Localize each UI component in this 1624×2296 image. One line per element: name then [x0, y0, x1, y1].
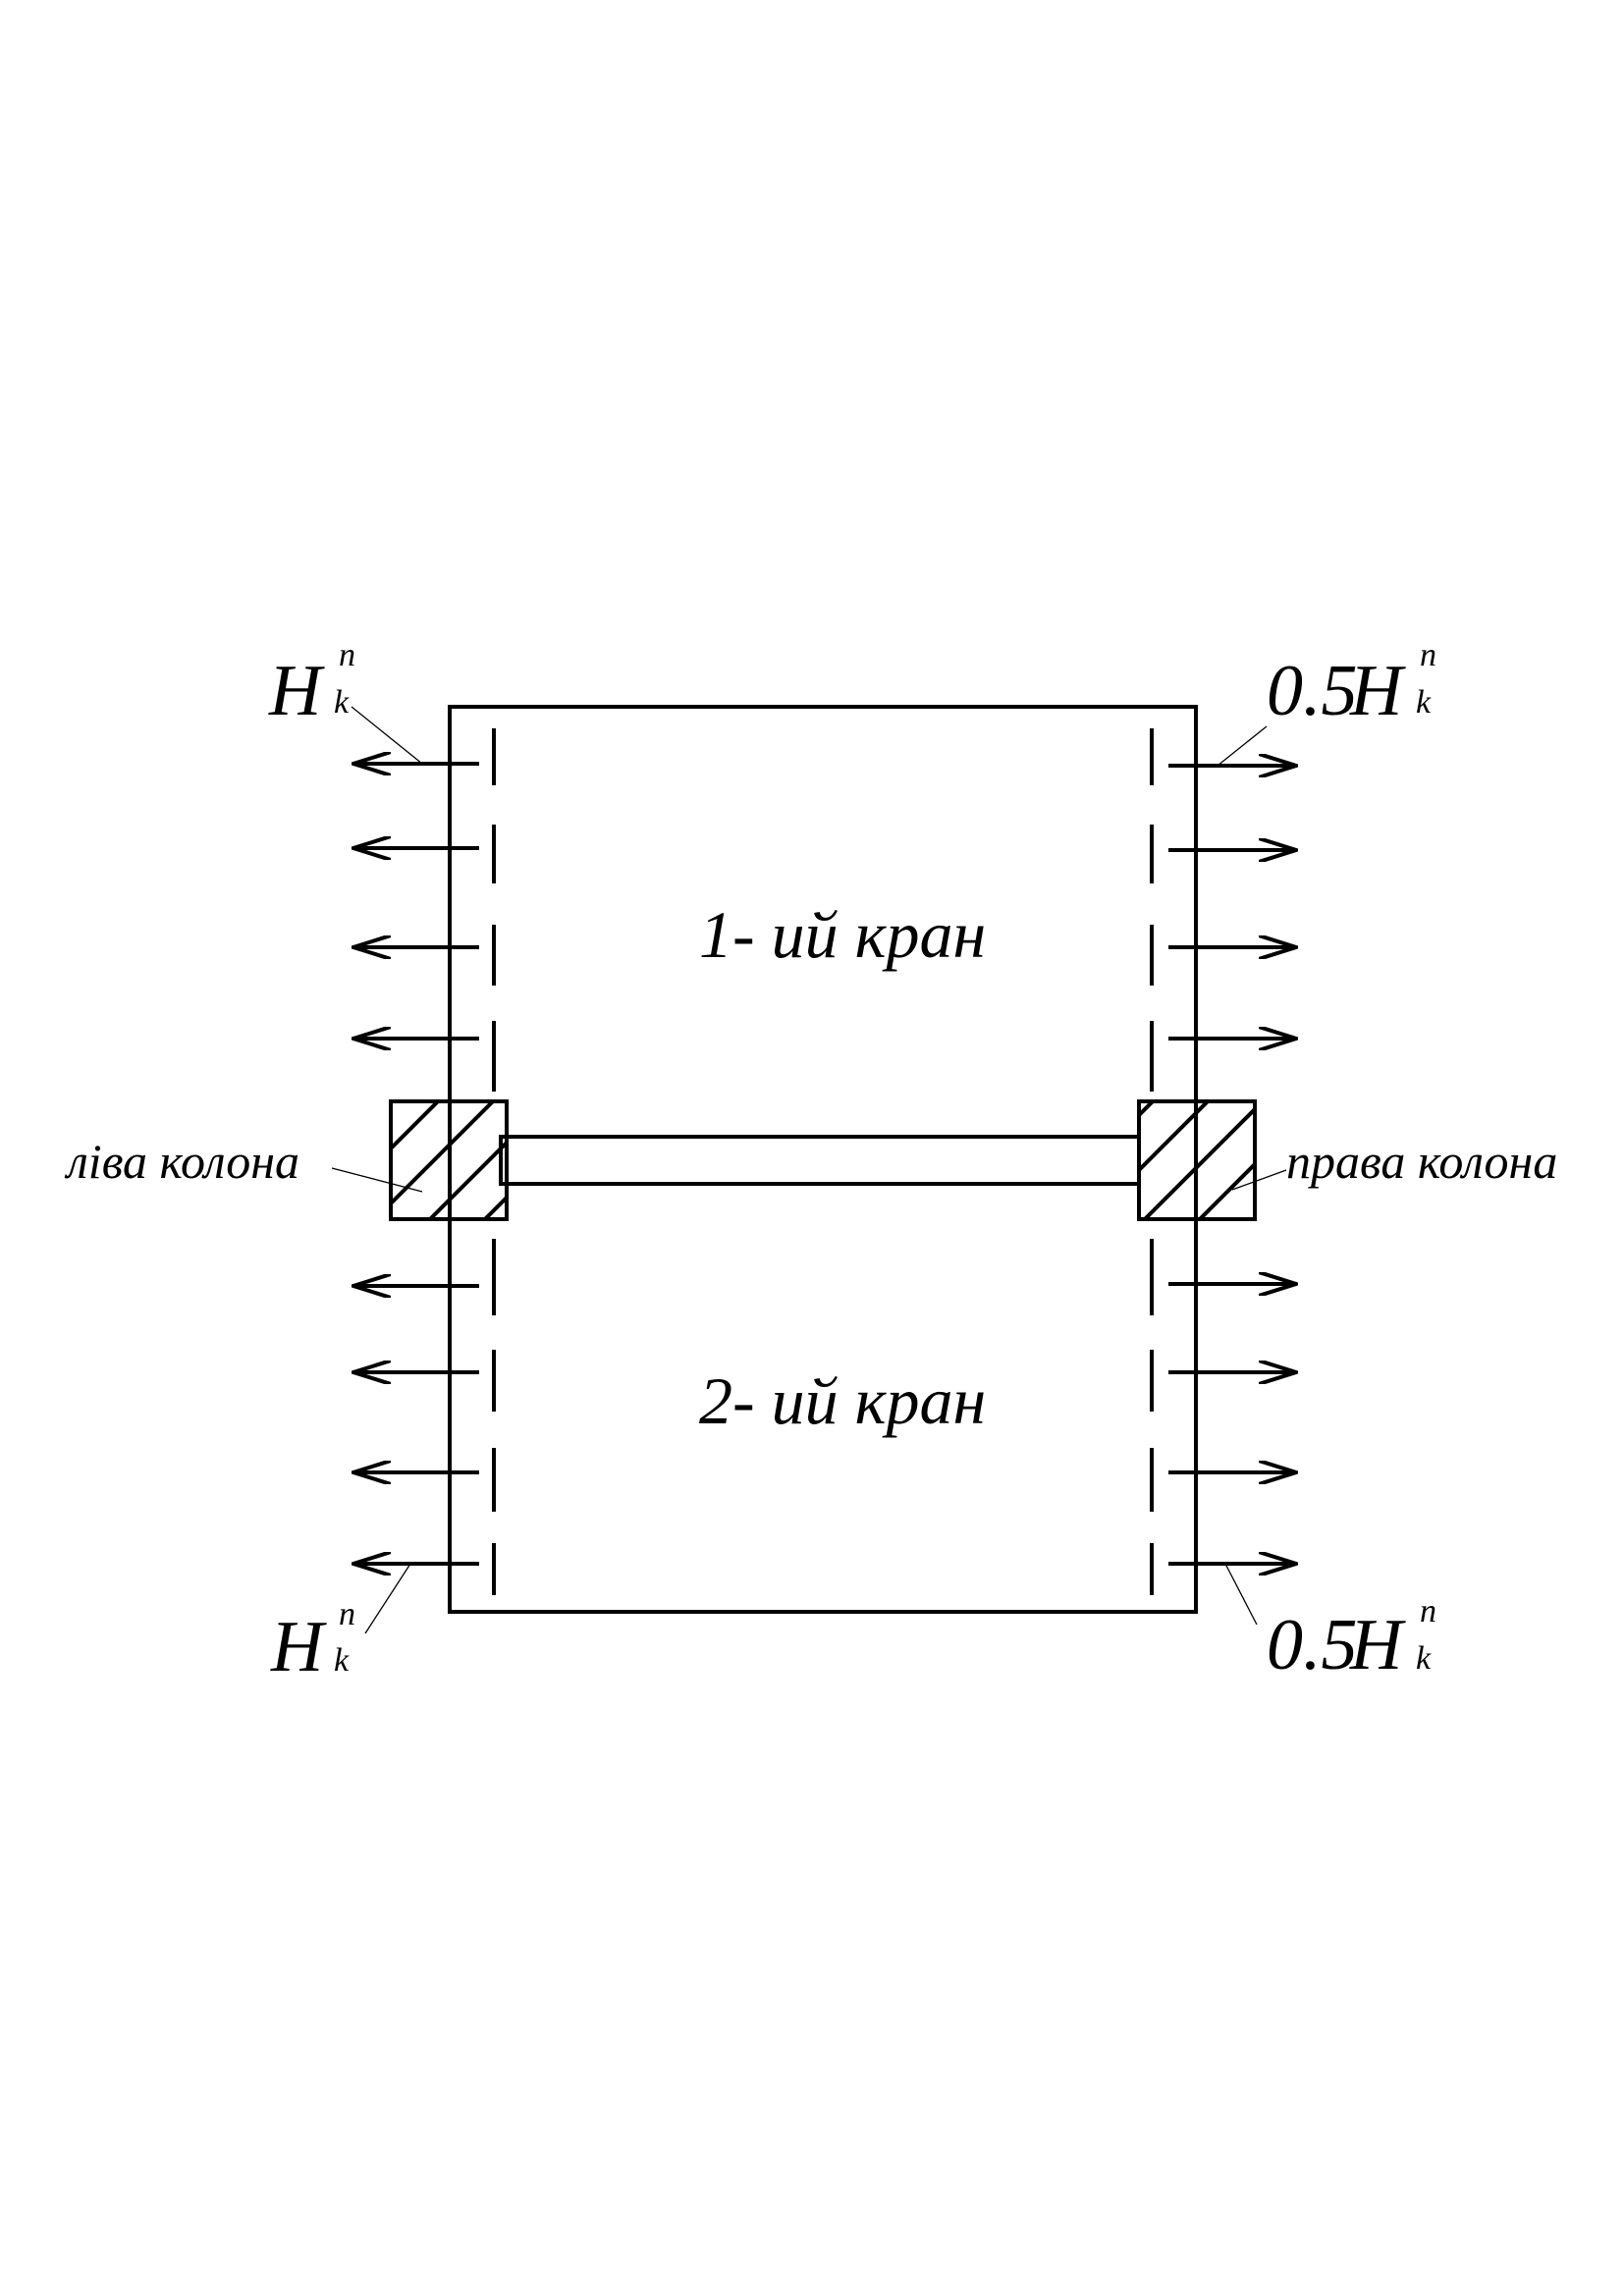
svg-text:k: k — [334, 684, 350, 721]
left-column-label: ліва колона — [64, 1134, 299, 1189]
force-label-top-left: H n k — [268, 637, 355, 731]
svg-text:H: H — [1349, 1605, 1406, 1685]
force-arrows-right — [1168, 766, 1296, 1564]
force-label-bottom-right: 0.5 H n k — [1267, 1593, 1436, 1685]
svg-text:n: n — [1420, 1593, 1436, 1629]
force-label-bottom-left: H n k — [270, 1596, 355, 1687]
svg-text:H: H — [1349, 651, 1406, 731]
force-arrows-left — [353, 764, 479, 1564]
svg-text:k: k — [1416, 684, 1432, 721]
leader-lines — [331, 706, 1287, 1634]
right-column-label: права колона — [1286, 1134, 1557, 1189]
force-label-top-right: 0.5 H n k — [1267, 637, 1436, 731]
svg-text:n: n — [339, 1596, 355, 1632]
crane-2-label: 2- ий кран — [699, 1363, 986, 1438]
svg-text:n: n — [1420, 637, 1436, 673]
svg-text:H: H — [268, 651, 325, 731]
crane-1-label: 1- ий кран — [699, 897, 986, 972]
svg-text:0.5: 0.5 — [1267, 1605, 1358, 1685]
svg-text:H: H — [270, 1607, 327, 1687]
runway-beam — [499, 1135, 1141, 1186]
svg-text:k: k — [334, 1642, 350, 1679]
left-column — [389, 1099, 509, 1221]
svg-text:k: k — [1416, 1640, 1432, 1677]
right-column — [1137, 1099, 1257, 1221]
svg-text:0.5: 0.5 — [1267, 651, 1358, 731]
svg-text:n: n — [339, 637, 355, 673]
